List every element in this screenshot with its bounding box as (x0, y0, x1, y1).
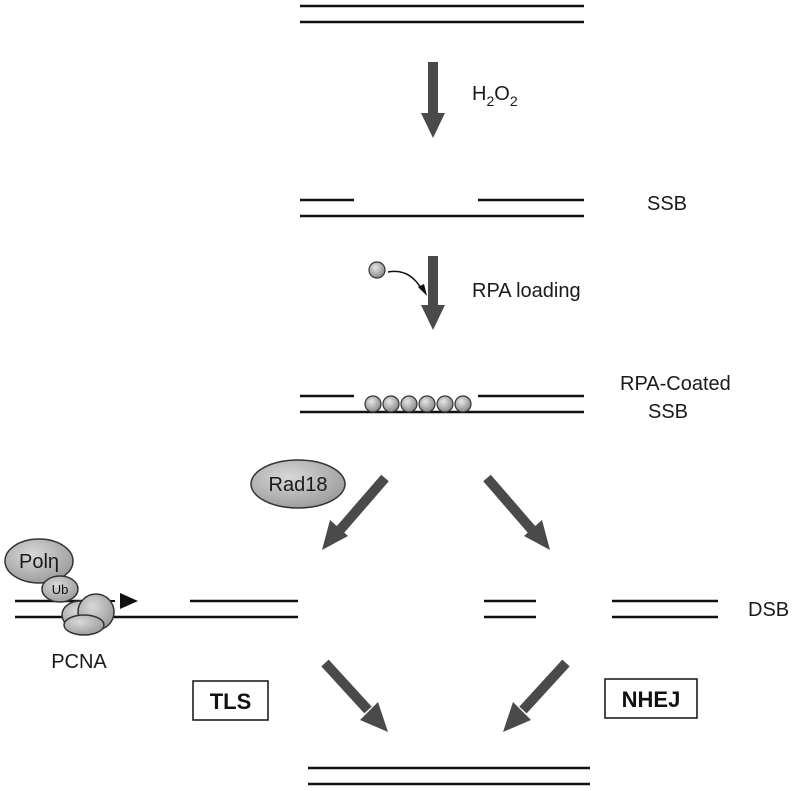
repaired-dna (308, 766, 590, 786)
rpa-loading-label: RPA loading (472, 280, 581, 302)
rpa-bead-icon (418, 395, 436, 413)
ssb-label: SSB (647, 193, 687, 215)
intact-dna-top (300, 4, 584, 24)
rpa-bead-icon (400, 395, 418, 413)
ssb-dna (300, 198, 584, 218)
rpa-coated-label-1: RPA-Coated (620, 373, 731, 395)
ub-label: Ub (52, 582, 69, 597)
rpa-coated-label-2: SSB (648, 401, 688, 423)
dsb-dna (484, 599, 718, 619)
tls-dna (15, 599, 298, 619)
pcna-clamp-icon (61, 593, 115, 636)
rpa-bead-icon (436, 395, 454, 413)
rad18-label: Rad18 (269, 474, 328, 496)
pcna-label: PCNA (51, 651, 107, 673)
h2o2-arrow (421, 62, 445, 138)
left-diagonal-arrow (322, 474, 389, 550)
tls-label: TLS (210, 689, 252, 714)
tls-to-repair-arrow (321, 659, 388, 732)
rad18-protein-icon (250, 459, 346, 509)
rpa-bead-icon (368, 261, 386, 279)
right-diagonal-arrow (483, 474, 550, 550)
rpa-beads (364, 395, 472, 413)
ubiquitin-icon (41, 575, 79, 603)
rpa-bead-icon (364, 395, 382, 413)
pol-eta-label: Polη (19, 551, 59, 573)
pol-eta-protein-icon (4, 538, 74, 584)
nhej-label: NHEJ (622, 687, 681, 712)
rpa-bead-icon (382, 395, 400, 413)
tls-box (192, 680, 269, 721)
dsb-label: DSB (748, 599, 789, 621)
rpa-loading-arrow (421, 256, 445, 330)
h2o2-label: H2O2 (472, 83, 518, 109)
nhej-to-repair-arrow (503, 659, 570, 732)
curved-arrow-head-icon (418, 284, 427, 296)
nhej-box (604, 678, 698, 719)
curved-arrow-icon (387, 270, 423, 291)
rpa-bead-icon (454, 395, 472, 413)
